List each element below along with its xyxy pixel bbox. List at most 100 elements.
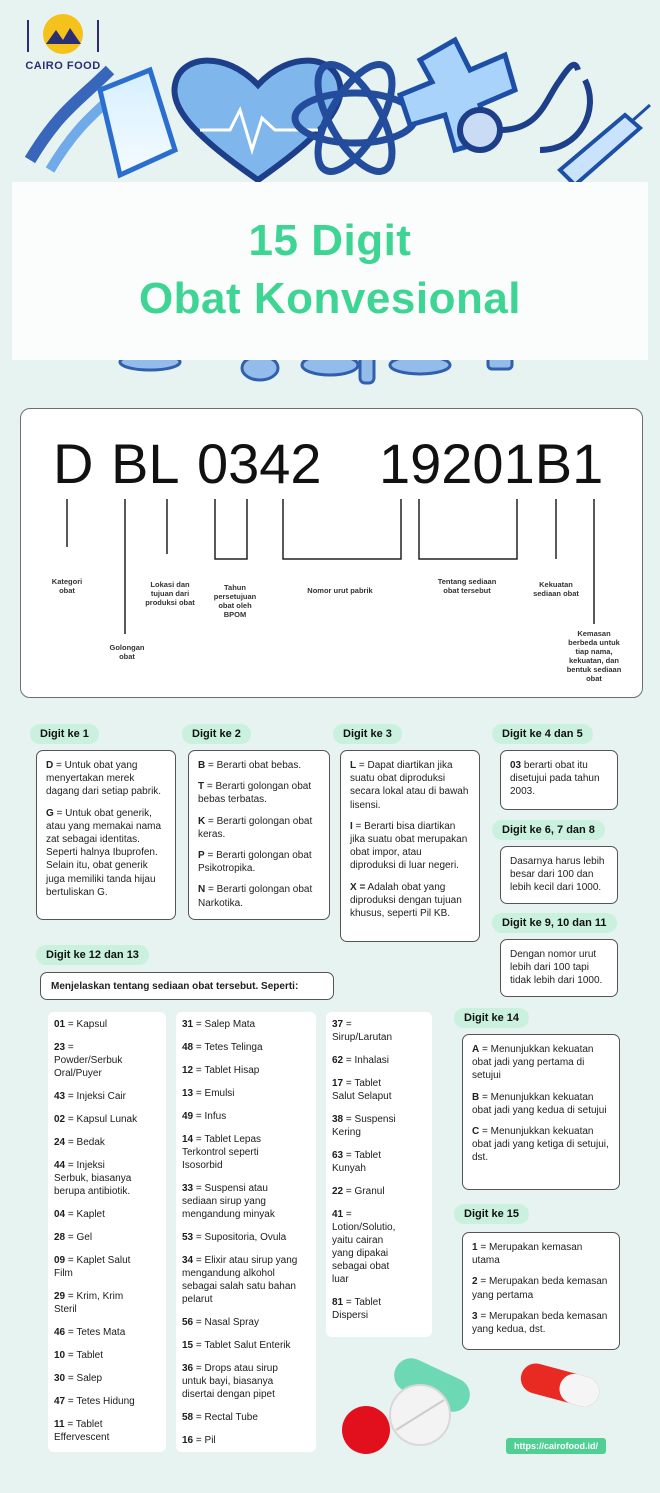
syringe-icon — [557, 103, 651, 188]
dosage-item: 34 = Elixir atau sirup yang mengandung a… — [182, 1255, 298, 1305]
flask-icon — [97, 66, 179, 179]
digit14-item: C = Menunjukkan kekuatan obat jadi yang … — [472, 1125, 609, 1164]
dosage-item: 58 = Rectal Tube — [182, 1412, 258, 1423]
dosage-item: 15 = Tablet Salut Enterik — [182, 1340, 291, 1351]
code-digit-19201b1: 19201B1 — [379, 432, 604, 495]
dosage-item: 10 = Tablet — [54, 1350, 104, 1361]
dosage-item: 31 = Salep Mata — [182, 1019, 256, 1030]
digit45-item: 03 berarti obat itu disetujui pada tahun… — [510, 760, 600, 798]
card-digit-2: B = Berarti obat bebas. T = Berarti golo… — [188, 750, 330, 920]
title-box: 15 Digit Obat Konvesional — [12, 182, 648, 360]
medical-items-bottom — [118, 352, 514, 385]
dosage-item: 11 = Tablet Effervescent — [54, 1419, 110, 1443]
digit3-item: X = Adalah obat yang diproduksi dengan t… — [350, 881, 462, 919]
brand-logo: CAIRO FOOD — [18, 12, 108, 74]
dosage-item: 09 = Kaplet Salut Film — [54, 1255, 131, 1279]
dosage-item: 81 = Tablet Dispersi — [332, 1297, 382, 1321]
dosage-item: 53 = Supositoria, Ovula — [182, 1232, 287, 1243]
card-digit-14: A = Menunjukkan kekuatan obat jadi yang … — [462, 1034, 620, 1190]
card-digit-3: L = Dapat diartikan jika suatu obat dipr… — [340, 750, 480, 942]
dosage-item: 48 = Tetes Telinga — [182, 1042, 263, 1053]
label-nomor: Nomor urut pabrik — [307, 586, 373, 595]
dosage-item: 41 = Lotion/Solutio, yaitu cairan yang d… — [332, 1209, 396, 1285]
label-kategori: Kategori obat — [51, 577, 83, 595]
digit91011-text: Dengan nomor urut lebih dari 100 tapi ti… — [510, 949, 603, 987]
digit2-item: N = Berarti golongan obat Narkotika. — [198, 884, 313, 909]
digit2-item: P = Berarti golongan obat Psikotropika. — [198, 849, 312, 875]
digit1-item: G = Untuk obat generik, atau yang memaka… — [46, 807, 162, 898]
card-digit-1: D = Untuk obat yang menyertakan merek da… — [36, 750, 176, 920]
dosage-item: 24 = Bedak — [54, 1137, 105, 1148]
digit2-item: T = Berarti golongan obat bebas terbatas… — [198, 781, 312, 806]
dosage-item: 12 = Tablet Hisap — [182, 1065, 260, 1076]
heading-digit-2: Digit ke 2 — [182, 724, 251, 744]
dosage-item: 14 = Tablet Lepas Terkontrol seperti Iso… — [182, 1134, 262, 1171]
label-lokasi: Lokasi dan tujuan dari produksi obat — [145, 580, 195, 607]
heading-digit-4-5: Digit ke 4 dan 5 — [492, 724, 593, 744]
digit15-item: 2 = Merupakan beda kemasan yang pertama — [472, 1276, 608, 1301]
dosage-item: 30 = Salep — [54, 1373, 103, 1384]
heading-digit-1: Digit ke 1 — [30, 724, 99, 744]
title-line-2: Obat Konvesional — [138, 274, 522, 323]
dosage-item: 47 = Tetes Hidung — [54, 1396, 135, 1407]
digit3-item: L = Dapat diartikan jika suatu obat dipr… — [350, 760, 469, 811]
brand-name: CAIRO FOOD — [25, 60, 101, 72]
dosage-item: 13 = Emulsi — [182, 1088, 235, 1099]
heading-digit-9-11: Digit ke 9, 10 dan 11 — [492, 913, 617, 933]
dosage-item: 16 = Pil — [182, 1435, 216, 1446]
label-kekuatan: Kekuatan sediaan obat — [533, 580, 579, 598]
digit2-item: B = Berarti obat bebas. — [198, 760, 302, 771]
label-tentang: Tentang sediaan obat tersebut — [437, 577, 497, 595]
dosage-item: 36 = Drops atau sirup untuk bayi, biasan… — [182, 1363, 278, 1400]
dosage-item: 17 = Tablet Salut Selaput — [332, 1078, 392, 1102]
atom-icon — [291, 61, 419, 175]
dosage-item: 22 = Granul — [332, 1186, 385, 1197]
dosage-item: 37 = Sirup/Larutan — [332, 1019, 393, 1043]
dosage-item: 38 = Suspensi Kering — [332, 1114, 396, 1138]
code-diagram: D BL 0342 19201B1 Kategori obat Golongan… — [20, 408, 643, 698]
label-golongan: Golongan obat — [109, 643, 145, 661]
card-digit-6-8: Dasarnya harus lebih besar dari 100 dan … — [500, 846, 618, 904]
cairo-food-logo-icon — [27, 14, 99, 54]
dosage-item: 28 = Gel — [54, 1232, 93, 1243]
website-url-link[interactable]: https://cairofood.id/ — [506, 1438, 606, 1454]
code-digit-bl: BL — [111, 432, 180, 495]
digit15-item: 3 = Merupakan beda kemasan yang kedua, d… — [472, 1310, 608, 1335]
code-digit-d: D — [53, 432, 94, 495]
digit15-item: 1 = Merupakan kemasan utama — [472, 1242, 583, 1267]
digit14-item: A = Menunjukkan kekuatan obat jadi yang … — [472, 1044, 594, 1082]
dosage-item: 23 = Powder/Serbuk Oral/Puyer — [54, 1042, 123, 1079]
heading-digit-3: Digit ke 3 — [333, 724, 402, 744]
dosage-item: 49 = Infus — [182, 1111, 227, 1122]
dosage-list-3: 37 = Sirup/Larutan 62 = Inhalasi 17 = Ta… — [326, 1012, 432, 1337]
dosage-item: 04 = Kaplet — [54, 1209, 105, 1220]
intro-digit-12-13: Menjelaskan tentang sediaan obat tersebu… — [40, 972, 334, 1000]
title-line-1: 15 Digit — [248, 216, 412, 265]
digit14-item: B = Menunjukkan kekuatan obat jadi yang … — [472, 1091, 607, 1116]
label-kemasan: Kemasan berbeda untuk tiap nama, kekuata… — [566, 629, 622, 683]
dosage-item: 44 = Injeksi Serbuk, biasanya berupa ant… — [54, 1160, 132, 1197]
label-tahun: Tahun persetujuan obat oleh BPOM — [213, 583, 257, 619]
dosage-item: 33 = Suspensi atau sediaan sirup yang me… — [182, 1183, 275, 1220]
digit678-text: Dasarnya harus lebih besar dari 100 dan … — [510, 856, 605, 894]
heading-digit-12-13: Digit ke 12 dan 13 — [36, 945, 149, 965]
dosage-item: 46 = Tetes Mata — [54, 1327, 126, 1338]
digit1-item: D = Untuk obat yang menyertakan merek da… — [46, 760, 162, 798]
card-digit-9-11: Dengan nomor urut lebih dari 100 tapi ti… — [500, 939, 618, 997]
dosage-item: 43 = Injeksi Cair — [54, 1091, 126, 1102]
heading-digit-15: Digit ke 15 — [454, 1204, 530, 1224]
dosage-item: 29 = Krim, Krim Steril — [54, 1291, 124, 1315]
digit3-item: I = Berarti bisa diartikan jika suatu ob… — [350, 820, 468, 872]
card-digit-4-5: 03 berarti obat itu disetujui pada tahun… — [500, 750, 618, 810]
dosage-item: 01 = Kapsul — [54, 1019, 108, 1030]
dosage-item: 56 = Nasal Spray — [182, 1317, 259, 1328]
dosage-list-2: 31 = Salep Mata 48 = Tetes Telinga 12 = … — [176, 1012, 316, 1452]
heading-digit-14: Digit ke 14 — [454, 1008, 530, 1028]
card-digit-15: 1 = Merupakan kemasan utama 2 = Merupaka… — [462, 1232, 620, 1350]
dosage-item: 62 = Inhalasi — [332, 1055, 389, 1066]
pills-icon — [342, 1358, 600, 1454]
digit2-item: K = Berarti golongan obat keras. — [198, 815, 313, 840]
dosage-item: 63 = Tablet Kunyah — [332, 1150, 382, 1174]
dosage-list-1: 01 = Kapsul 23 = Powder/Serbuk Oral/Puye… — [48, 1012, 166, 1452]
code-bracket-lines — [66, 499, 595, 634]
